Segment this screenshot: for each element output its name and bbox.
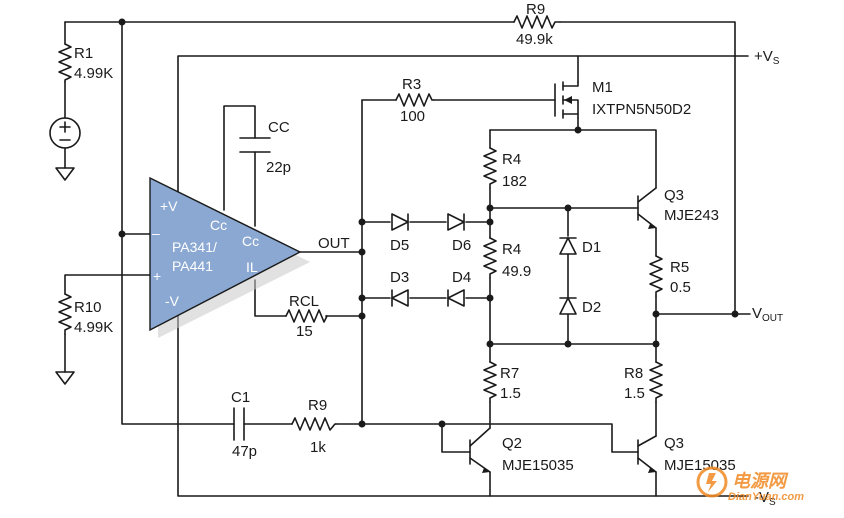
r10-name: R10 xyxy=(74,299,102,316)
watermark-logo-icon xyxy=(696,466,728,498)
bjt-q2 xyxy=(469,427,491,473)
m1-name: M1 xyxy=(592,79,613,96)
d2-label: D2 xyxy=(582,299,601,316)
bjt-q3-bottom xyxy=(637,435,657,473)
resistor-r7 xyxy=(483,361,497,403)
resistor-r8 xyxy=(649,361,663,403)
r4a-value: 182 xyxy=(502,173,527,190)
q3-bottom-value: MJE15035 xyxy=(664,457,736,474)
vs-pos-label: +VS xyxy=(754,48,780,67)
ground-icon-2 xyxy=(55,371,75,385)
vout-label: VOUT xyxy=(752,305,783,324)
opamp-name-line1: PA341/ xyxy=(172,239,217,255)
d5-label: D5 xyxy=(390,237,409,254)
q3-bottom-name: Q3 xyxy=(664,435,684,452)
opamp-pin-cc1: Cc xyxy=(210,217,227,233)
watermark-cn: 电源网 xyxy=(732,471,789,491)
vs-neg-label: -VS xyxy=(754,489,776,508)
q3-top-value: MJE243 xyxy=(664,207,719,224)
resistors xyxy=(58,15,663,431)
opamp xyxy=(149,176,310,338)
diode-d4 xyxy=(447,289,465,307)
d6-label: D6 xyxy=(452,237,471,254)
m1-value: IXTPN5N50D2 xyxy=(592,101,691,118)
resistor-r5 xyxy=(649,255,663,297)
r5-value: 0.5 xyxy=(670,279,691,296)
opamp-pin-inv: – xyxy=(152,225,160,241)
watermark: 电源网 DianYuan.com xyxy=(696,466,804,503)
r7-value: 1.5 xyxy=(500,385,521,402)
r1-value: 4.99K xyxy=(74,65,113,82)
resistor-r4-182 xyxy=(483,147,497,189)
opamp-out-label: OUT xyxy=(318,235,350,252)
resistor-rcl xyxy=(285,309,328,323)
resistor-r9-top xyxy=(513,15,561,29)
r10-value: 4.99K xyxy=(74,319,113,336)
r9-top-name: R9 xyxy=(526,1,545,18)
mosfet-m1 xyxy=(554,81,579,119)
d1-label: D1 xyxy=(582,239,601,256)
r9-bottom-name: R9 xyxy=(308,397,327,414)
diode-d6 xyxy=(447,213,465,231)
rcl-value: 15 xyxy=(296,323,313,340)
voltage-source xyxy=(49,117,81,149)
cc-name: CC xyxy=(268,119,290,136)
r4b-name: R4 xyxy=(502,241,521,258)
opamp-pin-vplus: +V xyxy=(160,198,178,214)
ground-icon xyxy=(55,167,75,181)
resistor-r10 xyxy=(58,293,72,335)
diode-d5 xyxy=(391,213,409,231)
capacitors xyxy=(233,137,271,441)
r5-name: R5 xyxy=(670,259,689,276)
resistor-r3 xyxy=(395,93,435,107)
r8-name: R8 xyxy=(624,365,643,382)
opamp-name-line2: PA441 xyxy=(172,258,213,274)
opamp-pin-cc2: Cc xyxy=(242,233,259,249)
r9-bottom-value: 1k xyxy=(310,439,326,456)
junction-dots xyxy=(118,18,739,428)
r4a-name: R4 xyxy=(502,151,521,168)
q2-name: Q2 xyxy=(502,435,522,452)
q3-top-name: Q3 xyxy=(664,187,684,204)
opamp-pin-noninv: + xyxy=(153,268,161,284)
resistor-r4-49 xyxy=(483,237,497,279)
diodes xyxy=(391,213,577,315)
labels: +V – + -V Cc Cc IL PA341/ PA441 OUT R1 4… xyxy=(74,1,783,508)
resistor-r9-bottom xyxy=(291,417,337,431)
d4-label: D4 xyxy=(452,269,471,286)
c1-value: 47p xyxy=(232,443,257,460)
r3-value: 100 xyxy=(400,108,425,125)
watermark-url: DianYuan.com xyxy=(728,491,804,503)
opamp-pin-vminus: -V xyxy=(165,293,180,309)
bjt-q3-top xyxy=(637,187,657,229)
cc-value: 22p xyxy=(266,159,291,176)
capacitor-c1 xyxy=(233,407,245,441)
capacitor-cc xyxy=(239,137,271,153)
resistor-r1 xyxy=(58,43,72,83)
d3-label: D3 xyxy=(390,269,409,286)
r7-name: R7 xyxy=(500,365,519,382)
r8-value: 1.5 xyxy=(624,385,645,402)
r9-top-value: 49.9k xyxy=(516,31,553,48)
diode-d2 xyxy=(559,297,577,315)
diode-d1 xyxy=(559,237,577,255)
r1-name: R1 xyxy=(74,45,93,62)
diode-d3 xyxy=(391,289,409,307)
q2-value: MJE15035 xyxy=(502,457,574,474)
r4b-value: 49.9 xyxy=(502,263,531,280)
opamp-pin-il: IL xyxy=(246,259,258,275)
rcl-name: RCL xyxy=(289,293,319,310)
c1-name: C1 xyxy=(231,389,250,406)
r3-name: R3 xyxy=(402,76,421,93)
